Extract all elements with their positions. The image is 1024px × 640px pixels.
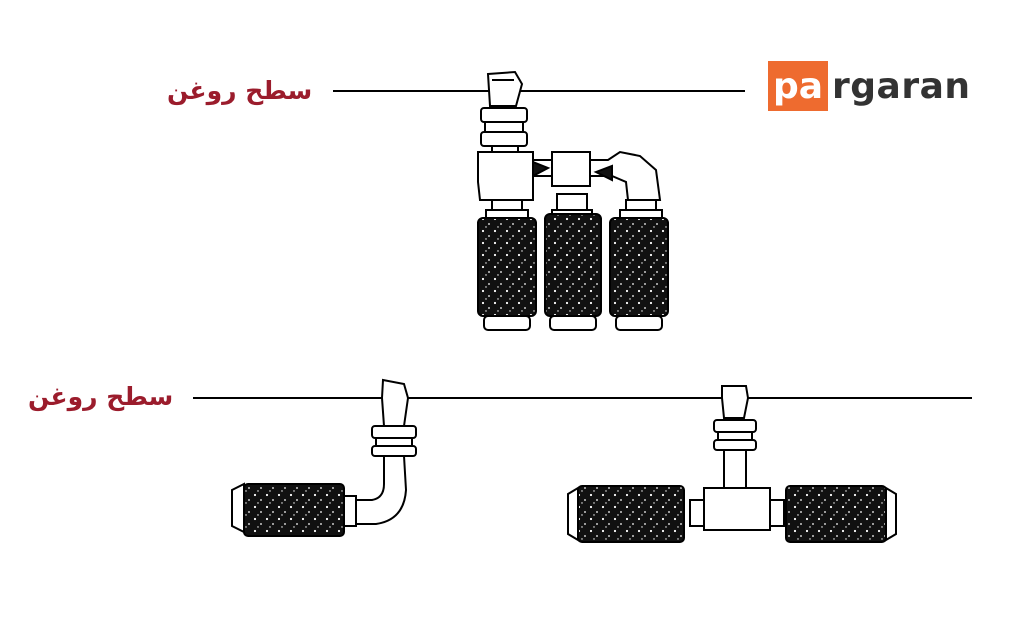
triple-strainer-assembly <box>477 70 663 221</box>
strainer-end-caps-top <box>483 315 663 331</box>
strainer-element-tee-left <box>577 485 685 543</box>
oil-level-label-top: سطح روغن <box>167 76 313 105</box>
strainer-element-elbow <box>243 483 345 537</box>
tee-strainer-assembly <box>567 385 897 542</box>
elbow-strainer-assembly <box>231 378 417 534</box>
strainer-element-tee-right <box>785 485 887 543</box>
strainer-element-center <box>544 213 602 317</box>
strainer-element-right <box>609 217 669 317</box>
strainer-element-left <box>477 217 537 317</box>
pargaran-logo: pa rgaran <box>768 61 971 111</box>
logo-text: rgaran <box>832 65 971 107</box>
logo-highlight: pa <box>768 61 828 111</box>
oil-level-label-bottom: سطح روغن <box>28 382 174 411</box>
